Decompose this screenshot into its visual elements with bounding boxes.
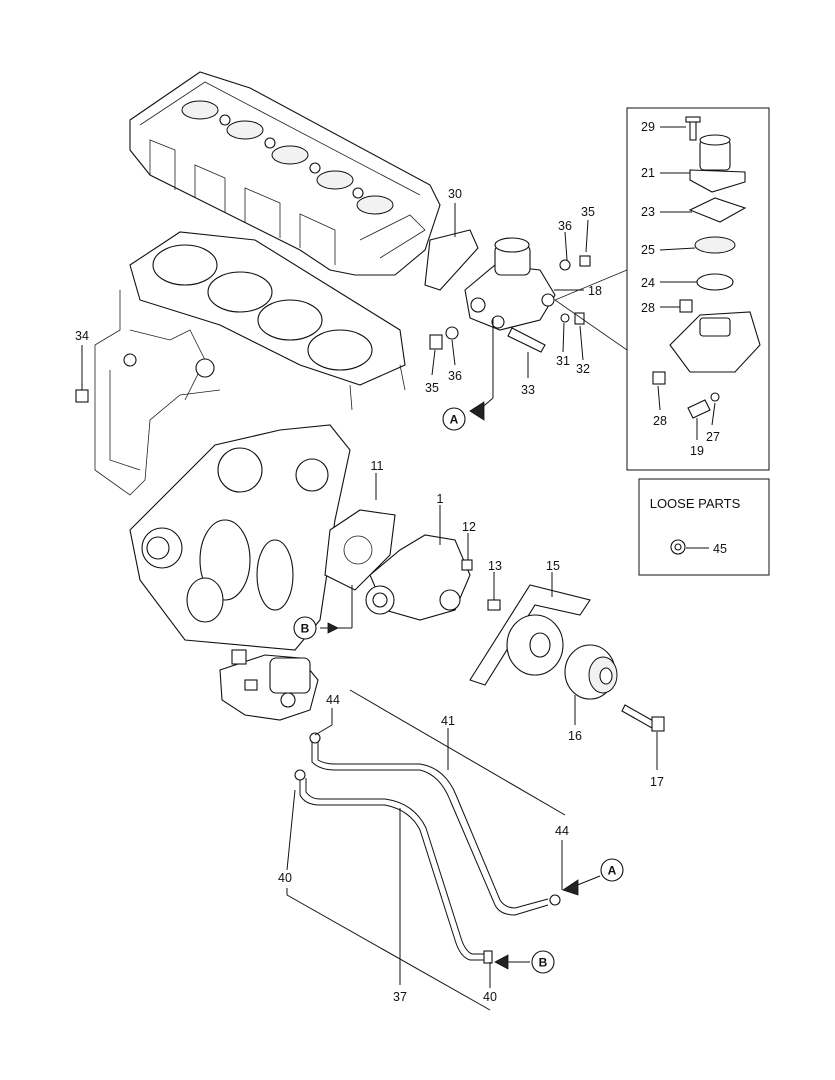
part-number-19: 19 (690, 444, 704, 458)
part-number-11: 11 (371, 459, 384, 473)
part-number-labels: 30 35 36 18 34 35 36 33 31 32 29 21 23 2… (75, 120, 727, 1004)
part-number-36-top: 36 (558, 219, 572, 233)
leader-lines (75, 126, 716, 1011)
part-number-32: 32 (576, 362, 590, 376)
callout-a-upper: A (442, 407, 466, 431)
part-number-45: 45 (713, 542, 727, 556)
part-number-37: 37 (393, 990, 407, 1004)
part-number-12: 12 (462, 520, 476, 534)
loose-parts-title: LOOSE PARTS (650, 496, 741, 511)
fan-hub (564, 644, 618, 700)
part-number-36-bottom: 36 (448, 369, 462, 383)
cylinder-block-gasket (94, 231, 406, 496)
part-number-1: 1 (437, 492, 444, 506)
part-number-44-lower: 44 (555, 824, 569, 838)
thermostat-detail-box (554, 107, 770, 471)
part-number-18: 18 (588, 284, 602, 298)
water-pump (365, 534, 501, 621)
callout-b-lower-label: B (539, 956, 548, 970)
part-number-34: 34 (75, 329, 89, 343)
part-number-21: 21 (641, 166, 655, 180)
part-number-16: 16 (568, 729, 582, 743)
callout-b-lower: B (531, 950, 555, 974)
water-pump-gasket (324, 509, 396, 591)
part-number-15: 15 (546, 559, 560, 573)
part-number-31: 31 (556, 354, 570, 368)
fan-belt (469, 584, 591, 686)
part-number-41: 41 (441, 714, 455, 728)
thermostat-housing (424, 229, 591, 353)
callout-a-lower: A (600, 858, 624, 882)
part-number-28-upper: 28 (641, 301, 655, 315)
callout-b-upper: B (293, 616, 317, 640)
fan-bolt (621, 704, 665, 732)
part-number-33: 33 (521, 383, 535, 397)
part-number-27: 27 (706, 430, 720, 444)
part-number-23: 23 (641, 205, 655, 219)
part-number-25: 25 (641, 243, 655, 257)
part-number-35-top: 35 (581, 205, 595, 219)
injection-pump (219, 649, 319, 721)
cylinder-head (129, 71, 441, 276)
part-number-44-upper: 44 (326, 693, 340, 707)
callout-a-upper-label: A (450, 413, 459, 427)
part-number-30: 30 (448, 187, 462, 201)
part-number-13: 13 (488, 559, 502, 573)
part-number-17: 17 (650, 775, 664, 789)
part-number-40-bottom: 40 (483, 990, 497, 1004)
pulley (506, 614, 564, 676)
loose-parts-box (638, 478, 770, 576)
part-number-40-left: 40 (278, 871, 292, 885)
gear-case (129, 424, 351, 651)
part-number-29: 29 (641, 120, 655, 134)
part-number-28-lower: 28 (653, 414, 667, 428)
coolant-pipes (294, 732, 561, 964)
callout-b-upper-label: B (301, 622, 310, 636)
part-number-24: 24 (641, 276, 655, 290)
callout-a-lower-label: A (608, 864, 617, 878)
part-number-35-bottom: 35 (425, 381, 439, 395)
